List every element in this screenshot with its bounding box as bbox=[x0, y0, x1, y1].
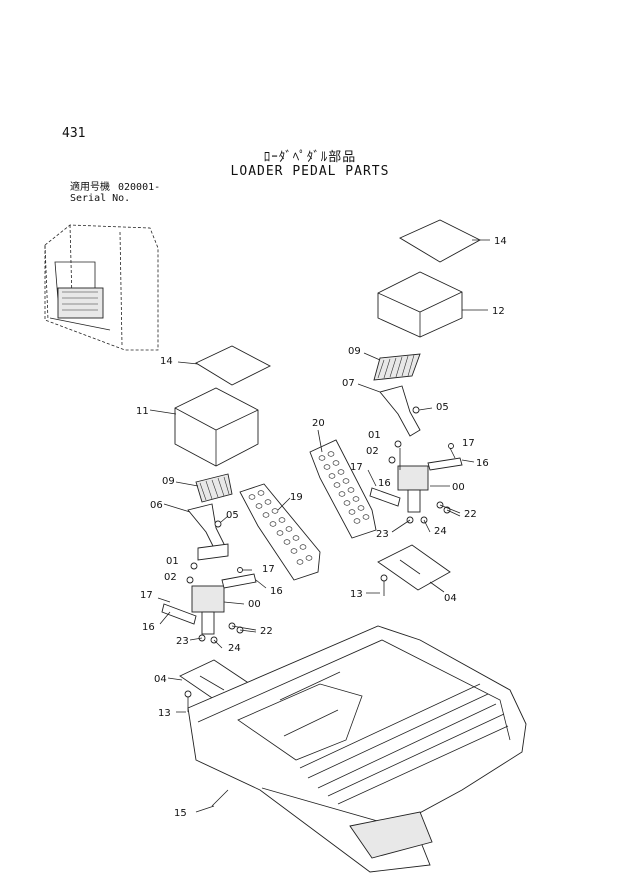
callout-23-right: 23 bbox=[376, 529, 389, 540]
callout-13-right: 13 bbox=[350, 589, 363, 600]
part-20-right-long-pedal bbox=[309, 429, 377, 539]
callout-17-left-b: 17 bbox=[140, 590, 153, 601]
callout-12: 12 bbox=[492, 306, 505, 317]
part-14-left-mat bbox=[177, 345, 271, 386]
callout-02-left: 02 bbox=[164, 572, 177, 583]
callout-24-left: 24 bbox=[228, 643, 241, 654]
callout-00-right: 00 bbox=[452, 482, 465, 493]
callout-16-right-mid: 16 bbox=[378, 478, 391, 489]
page-number: 431 bbox=[62, 126, 86, 141]
callout-06: 06 bbox=[150, 500, 163, 511]
part-07-right-pedal bbox=[357, 383, 433, 437]
callout-19: 19 bbox=[290, 492, 303, 503]
part-12-right-cover bbox=[377, 271, 488, 338]
callout-04-right: 04 bbox=[444, 593, 457, 604]
part-09-left-pad bbox=[175, 473, 233, 503]
callout-09-right: 09 bbox=[348, 346, 361, 357]
part-00-left-pedal-valve bbox=[186, 562, 257, 649]
page-title: LOADER PEDAL PARTS bbox=[230, 164, 390, 179]
serial-label-en: Serial No. bbox=[70, 193, 131, 204]
callout-24-right: 24 bbox=[434, 526, 447, 537]
callout-17-left-a: 17 bbox=[262, 564, 275, 575]
callout-00-left: 00 bbox=[248, 599, 261, 610]
part-16-right-brackets bbox=[367, 443, 475, 507]
callout-23-left: 23 bbox=[176, 636, 189, 647]
part-00-right-pedal-valve bbox=[388, 440, 461, 533]
cab-overview-thumbnail bbox=[44, 224, 159, 351]
part-19-left-long-pedal bbox=[239, 483, 321, 581]
callout-17-right-mid: 17 bbox=[350, 462, 363, 473]
part-04-right-plate bbox=[366, 544, 451, 596]
callout-17-right-top: 17 bbox=[462, 438, 475, 449]
callout-22-right: 22 bbox=[464, 509, 477, 520]
part-09-right-pad bbox=[363, 352, 421, 381]
part-16-left-brackets bbox=[157, 567, 267, 625]
callout-02-right: 02 bbox=[366, 446, 379, 457]
callout-15: 15 bbox=[174, 808, 187, 819]
callout-16-left-b: 16 bbox=[142, 622, 155, 633]
callout-04-left: 04 bbox=[154, 674, 167, 685]
callout-05-right: 05 bbox=[436, 402, 449, 413]
title-japanese: ﾛｰﾀﾞﾍﾟﾀﾞﾙ部品 bbox=[263, 150, 357, 165]
part-14-right-mat bbox=[399, 219, 490, 263]
part-15-floor-plate bbox=[187, 625, 527, 873]
callout-13-left: 13 bbox=[158, 708, 171, 719]
callout-20: 20 bbox=[312, 418, 325, 429]
serial-code: 020001- bbox=[118, 182, 161, 193]
callout-14-left: 14 bbox=[160, 356, 173, 367]
callout-05-left: 05 bbox=[226, 510, 239, 521]
callout-11: 11 bbox=[136, 406, 149, 417]
callout-01-left: 01 bbox=[166, 556, 179, 567]
callout-16-right: 16 bbox=[476, 458, 489, 469]
part-11-left-cover bbox=[149, 387, 259, 467]
callout-07: 07 bbox=[342, 378, 355, 389]
callout-14-right: 14 bbox=[494, 236, 507, 247]
callout-22-left: 22 bbox=[260, 626, 273, 637]
part-06-left-pedal bbox=[163, 503, 229, 561]
callout-01-right: 01 bbox=[368, 430, 381, 441]
callout-16-left-a: 16 bbox=[270, 586, 283, 597]
callout-09-left: 09 bbox=[162, 476, 175, 487]
serial-info: 適用号機 020001- Serial No. bbox=[70, 182, 160, 204]
serial-label-jp: 適用号機 bbox=[70, 182, 110, 193]
